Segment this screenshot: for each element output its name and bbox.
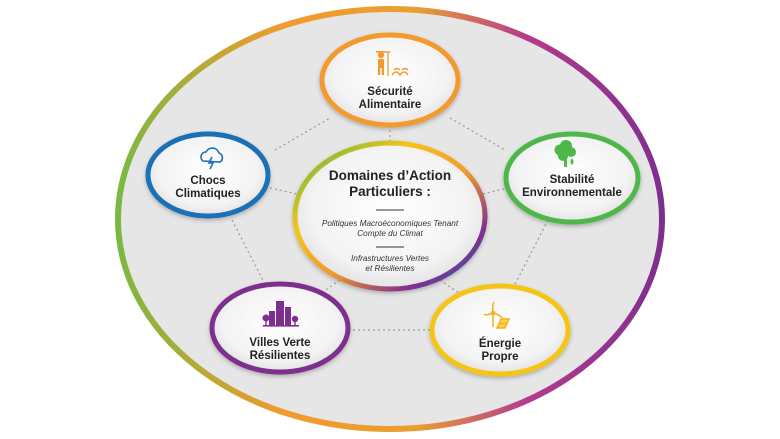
food-security-label: Sécurité Alimentaire [330,86,450,112]
node-clean-energy [429,283,571,377]
center-item-green-infrastructure: Infrastructures Vertes et Résilientes [300,254,480,274]
tree-icon [554,140,576,167]
resilient-cities-line2: Résilientes [249,350,311,362]
node-center [292,140,488,292]
center-title-line1: Domaines d’Action [328,168,452,183]
center-item1-line1: Politiques Macroéconomiques Tenant [321,219,459,228]
center-title: Domaines d’Action Particuliers : [305,168,475,200]
clean-energy-label: Énergie Propre [440,338,560,364]
center-title-line2: Particuliers : [349,184,431,199]
climate-shocks-label: Chocs Climatiques [158,175,258,201]
center-item1-line2: Compte du Climat [357,229,423,238]
center-item-macro-policies: Politiques Macroéconomiques Tenant Compt… [300,219,480,239]
farmer-icon [376,51,409,77]
environmental-stability-line2: Environnementale [522,187,622,199]
wind-solar-icon [483,301,511,329]
climate-shocks-line2: Climatiques [175,188,241,200]
center-item2-line1: Infrastructures Vertes [351,254,429,263]
center-item2-line2: et Résilientes [365,264,415,273]
node-environmental-stability [503,131,641,225]
climate-shocks-line1: Chocs [190,175,226,187]
node-resilient-cities [209,281,351,375]
storm-cloud-icon [200,147,224,170]
environmental-stability-label: Stabilité Environnementale [507,174,637,200]
node-climate-shocks [145,131,271,219]
resilient-cities-line1: Villes Verte [249,337,311,349]
city-buildings-icon [262,301,299,327]
environmental-stability-line1: Stabilité [549,174,595,186]
clean-energy-line1: Énergie [478,338,522,350]
node-food-security [319,32,461,128]
clean-energy-line2: Propre [481,351,519,363]
food-security-line1: Sécurité [367,86,413,98]
resilient-cities-label: Villes Verte Résilientes [220,337,340,363]
food-security-line2: Alimentaire [358,99,422,111]
